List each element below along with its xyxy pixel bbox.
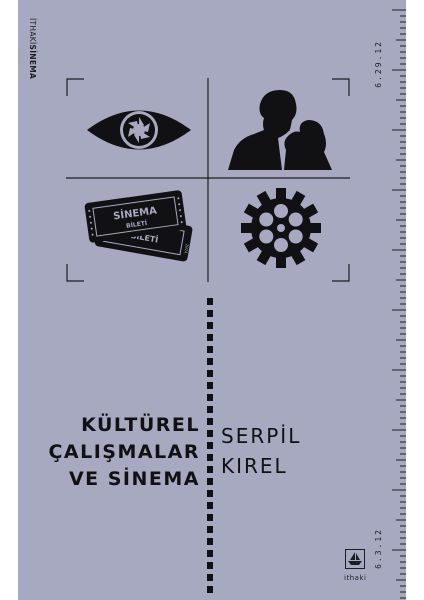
series-name: SİNEMA	[28, 44, 37, 80]
film-strip-dashes	[207, 298, 213, 593]
publisher-name: ithaki	[344, 574, 367, 582]
viewfinder-lines	[66, 78, 350, 282]
ruler: 6.29.12 6.3.12	[366, 0, 406, 600]
title-line-3: VE SİNEMA	[68, 468, 200, 490]
publisher-ship-icon	[345, 549, 365, 569]
book-title: KÜLTÜREL ÇALIŞMALAR VE SİNEMA	[48, 412, 200, 493]
ruler-ticks	[392, 9, 406, 599]
series-label: İTHAKİSİNEMA	[28, 18, 37, 79]
publisher-logo: ithaki	[344, 549, 366, 582]
ruler-date-bottom: 6.3.12	[374, 528, 383, 569]
title-line-1: KÜLTÜREL	[81, 414, 200, 436]
svg-text:2024: 2024	[183, 243, 190, 254]
author-line-1: SERPİL	[221, 424, 302, 448]
film-reel-gear-icon	[226, 184, 336, 272]
eye-aperture-icon	[80, 92, 198, 168]
ticket-line2: BİLETİ	[126, 220, 148, 230]
title-line-2: ÇALIŞMALAR	[48, 441, 200, 463]
book-cover: İTHAKİSİNEMA 6.29.12 6.3.12	[18, 0, 406, 600]
book-author: SERPİL KIREL	[221, 421, 301, 481]
series-prefix: İTHAKİ	[28, 18, 37, 45]
author-line-2: KIREL	[221, 454, 288, 478]
cinema-ticket-icon: BİLETİ 2024 SİNEMA BİLETİ	[80, 186, 204, 270]
couple-silhouette-icon	[218, 84, 342, 172]
icon-grid: BİLETİ 2024 SİNEMA BİLETİ	[66, 78, 350, 282]
ruler-date-top: 6.29.12	[374, 40, 383, 88]
